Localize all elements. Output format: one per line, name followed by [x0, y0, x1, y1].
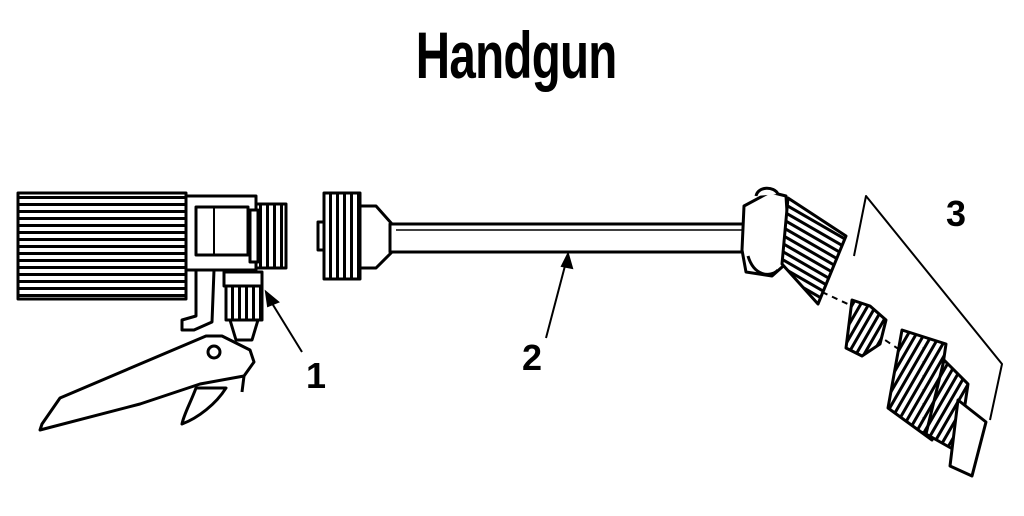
trigger-pivot [206, 344, 222, 360]
rear-ribbed-grip [16, 191, 188, 301]
knurled-nut [322, 191, 362, 281]
callout-1 [264, 289, 303, 353]
callout-2-label: 2 [522, 337, 542, 378]
callout-1-arrowhead [264, 289, 280, 308]
angled-ribbed-section [780, 196, 848, 306]
callout-2 [545, 251, 574, 339]
cone-adapter [358, 204, 394, 270]
nozzle-spring [844, 298, 888, 358]
gun-body-assembly [16, 191, 288, 432]
diagram-title: Handgun [415, 18, 618, 92]
trigger-lever [38, 334, 256, 432]
trigger-guard [180, 386, 228, 426]
handle-stem [180, 268, 216, 332]
callout-3-bracket [853, 195, 1003, 421]
housing-window [194, 205, 250, 257]
nozzle-tip [948, 398, 988, 478]
valve-tip [228, 318, 260, 342]
valve-nut [224, 282, 264, 322]
callout-1-label: 1 [306, 355, 326, 396]
callout-2-arrowhead [560, 251, 574, 270]
extension-tube-assembly [316, 186, 848, 306]
nozzle-assembly [821, 195, 1003, 478]
extension-tube [388, 222, 750, 254]
threaded-coupling [254, 202, 288, 270]
callout-3-label: 3 [946, 193, 966, 234]
